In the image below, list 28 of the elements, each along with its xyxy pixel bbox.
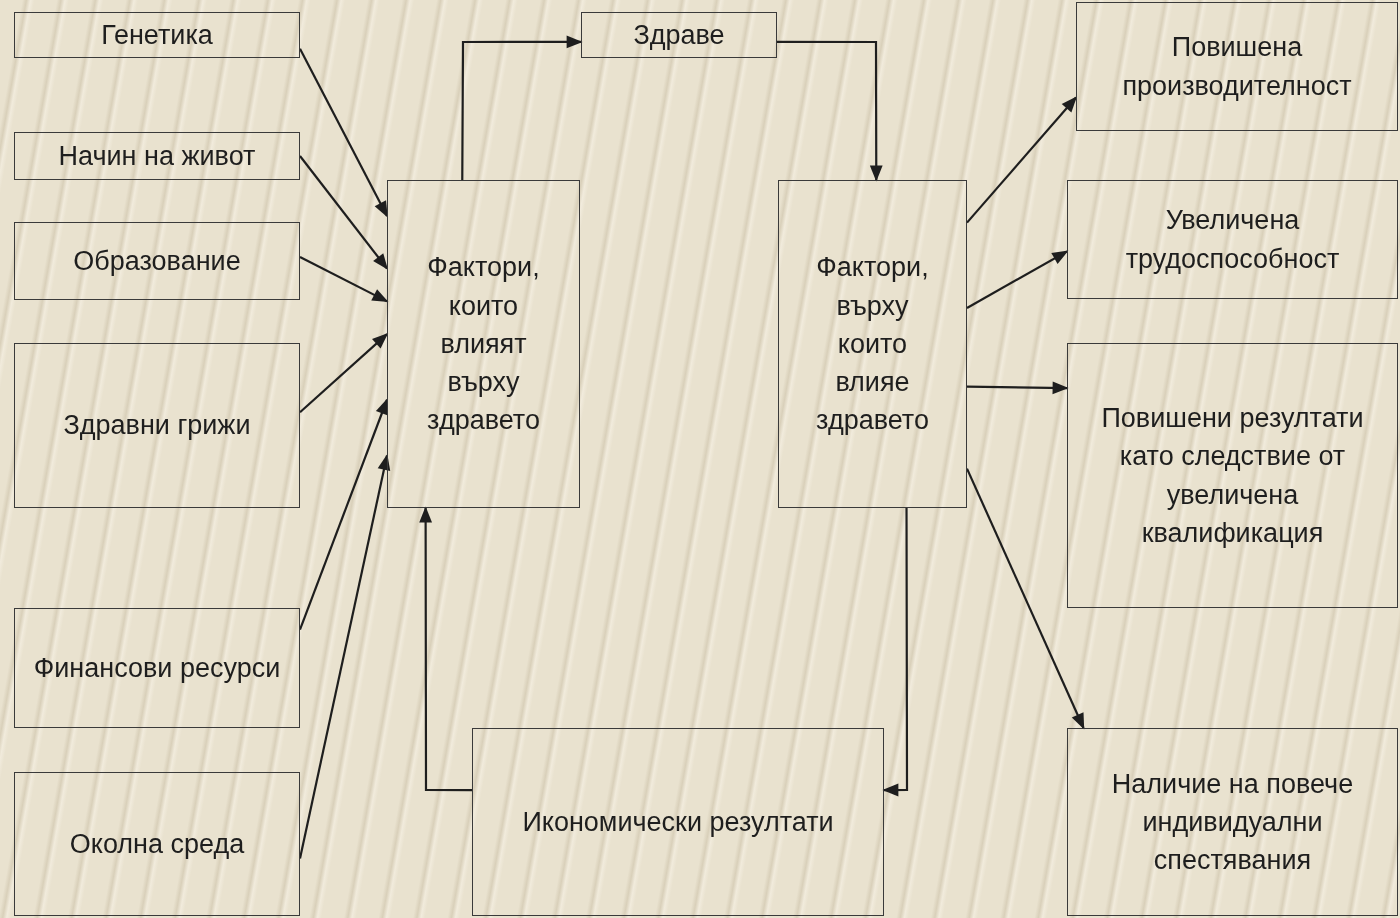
text-box: Начин на живот <box>14 132 300 180</box>
text-box: Наличие на повече индивидуални спестявания <box>1067 728 1398 916</box>
arrow <box>461 35 583 180</box>
arrow <box>966 96 1078 224</box>
arrow <box>298 398 389 630</box>
arrow <box>299 333 389 414</box>
text-box: Здравни грижи <box>14 343 300 508</box>
text-box: Финансови ресурси <box>14 608 300 728</box>
text-box: Фактори, върху които влияе здравето <box>778 180 967 508</box>
text-box: Здраве <box>581 12 777 58</box>
arrow <box>966 468 1085 730</box>
text-box: Образование <box>14 222 300 300</box>
arrow <box>882 508 909 797</box>
text-box: Фактори, които влияят върху здравето <box>387 180 580 508</box>
text-box: Повишена производителност <box>1076 2 1398 131</box>
text-box: Околна среда <box>14 772 300 916</box>
arrow <box>299 48 388 218</box>
text-box: Повишени резултати като следствие от увеличена квалификация <box>1067 343 1398 608</box>
arrow <box>299 155 388 270</box>
arrow <box>777 40 883 182</box>
arrow <box>299 256 389 303</box>
arrow <box>967 381 1069 395</box>
text-box: Икономически резултати <box>472 728 884 916</box>
arrow <box>298 453 391 859</box>
text-box: Генетика <box>14 12 300 58</box>
arrow <box>966 250 1069 309</box>
arrow <box>419 506 472 792</box>
text-box: Увеличена трудоспособност <box>1067 180 1398 299</box>
